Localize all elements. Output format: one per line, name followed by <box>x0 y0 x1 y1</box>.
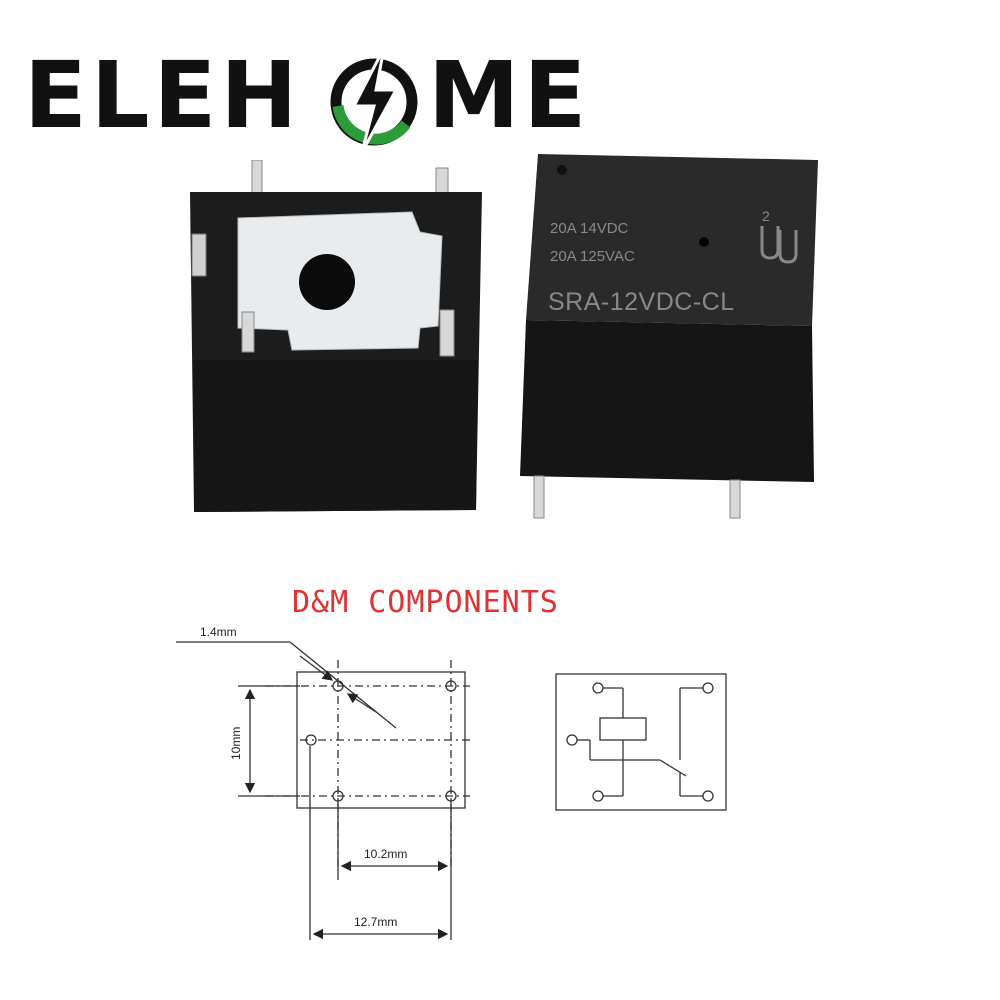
dim-pin-diameter: 1.4mm <box>200 625 237 639</box>
dimension-drawing: 1.4mm 10mm 10.2mm 12.7mm <box>176 625 727 940</box>
diagram-title: D&M COMPONENTS <box>292 585 559 620</box>
lightning-ring-icon <box>330 48 418 152</box>
certification-mark: 2 <box>762 208 770 224</box>
relay-model-number: SRA-12VDC-CL <box>548 288 735 316</box>
logo-text-right: ME <box>428 42 591 149</box>
relay-photo-bottom-view <box>190 160 482 512</box>
dim-width: 12.7mm <box>354 915 397 929</box>
dim-pin-spacing: 10.2mm <box>364 847 407 861</box>
brand-logo: ELEH ME <box>24 36 586 156</box>
relay-photo-top-view: 20A 14VDC 20A 125VAC SRA-12VDC-CL 2 <box>512 150 832 520</box>
dim-height: 10mm <box>229 727 243 760</box>
relay-schematic <box>555 673 727 811</box>
relay-rating-ac: 20A 125VAC <box>550 248 635 265</box>
logo-text-left: ELEH <box>24 42 302 149</box>
relay-rating-dc: 20A 14VDC <box>550 220 629 237</box>
